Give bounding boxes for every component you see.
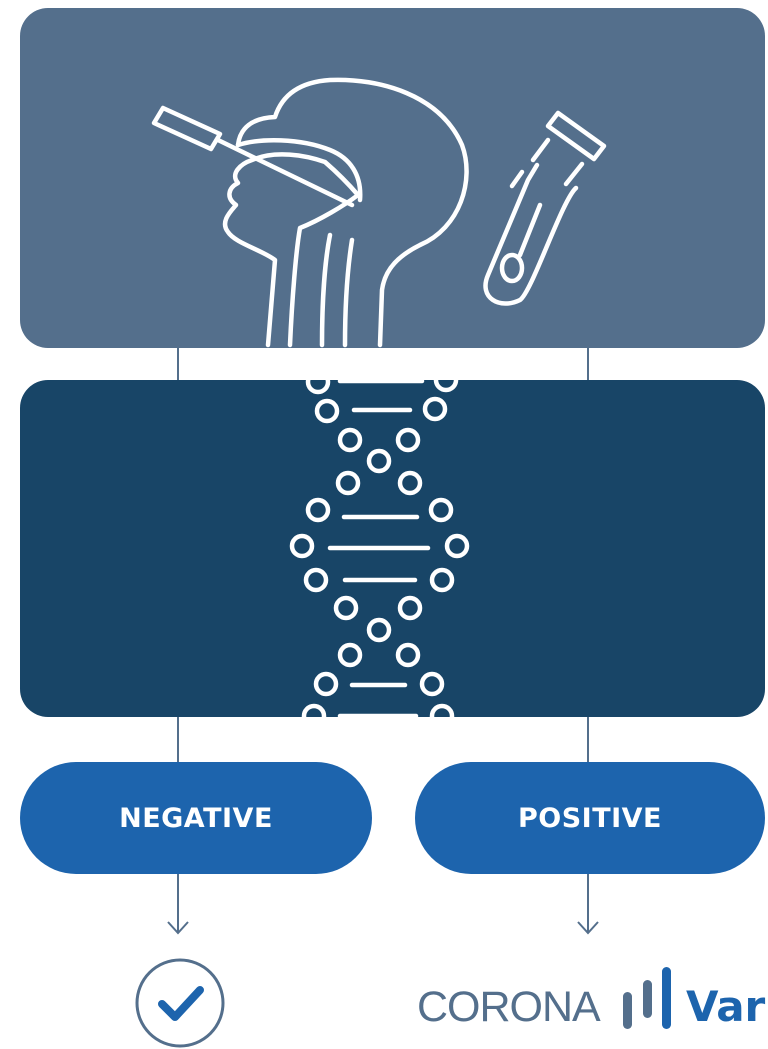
negative-result-pill: NEGATIVE bbox=[20, 762, 372, 874]
positive-result-pill: POSITIVE bbox=[415, 762, 765, 874]
sample-collection-panel bbox=[20, 8, 765, 348]
negative-label: NEGATIVE bbox=[119, 802, 273, 834]
logo-suffix: Var bbox=[686, 982, 766, 1031]
logo-word: CORONA bbox=[417, 983, 601, 1031]
positive-label: POSITIVE bbox=[517, 802, 663, 834]
